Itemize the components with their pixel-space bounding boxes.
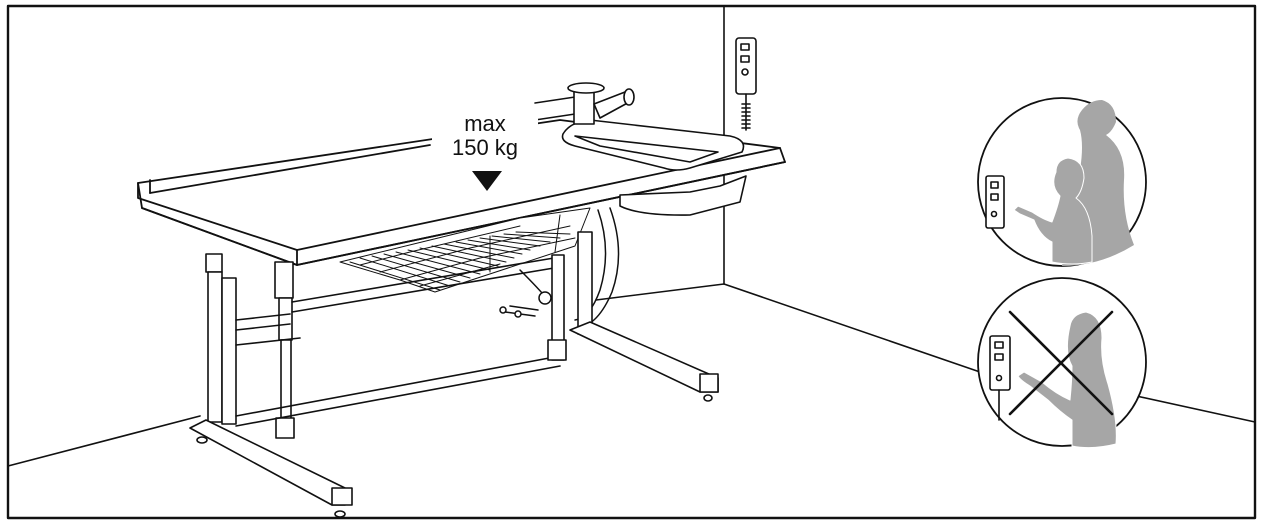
- child-silhouette-crossed: [1017, 311, 1117, 449]
- down-triangle-icon: [472, 171, 502, 191]
- max-load-line1: max: [464, 111, 506, 136]
- floor-line-right: [723, 283, 981, 373]
- wire-basket: [339, 207, 591, 293]
- outer-border: [6, 4, 1257, 520]
- table-frame-right: [547, 231, 719, 402]
- allowed-usage-circle: [977, 97, 1147, 267]
- child-silhouette: [1013, 157, 1093, 265]
- faucet: [534, 82, 635, 125]
- cross-rails: [235, 257, 561, 427]
- wall-control: [735, 37, 757, 131]
- forbidden-usage-circle: [977, 277, 1147, 449]
- max-load-label: max 150 kg: [432, 112, 538, 160]
- cross-out-line-2: [1008, 310, 1114, 416]
- sink-basin: [561, 119, 747, 216]
- floor-line-mid: [595, 283, 725, 301]
- max-load-line2: 150 kg: [451, 135, 519, 160]
- floor-line-far-right: [1117, 391, 1256, 423]
- table-frame-left: [189, 253, 353, 518]
- floor-line-left: [7, 415, 201, 467]
